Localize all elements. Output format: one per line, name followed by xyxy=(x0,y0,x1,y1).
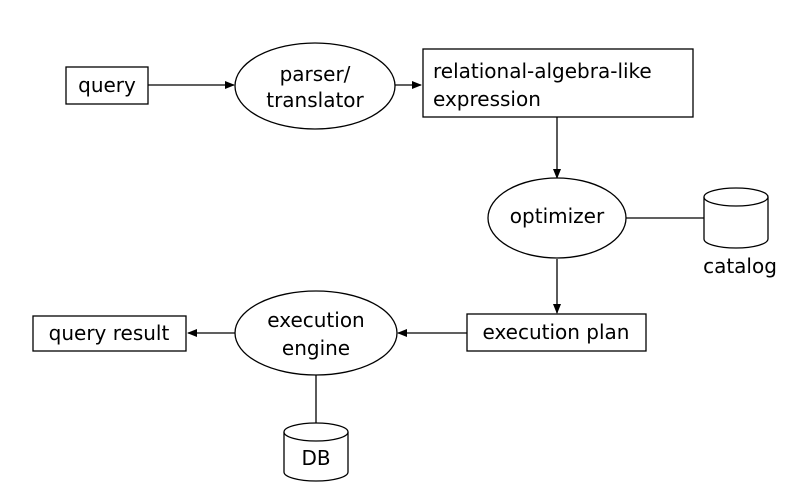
execution-plan-label: execution plan xyxy=(482,320,629,344)
db-node: DB xyxy=(283,422,349,482)
expression-node: relational-algebra-like expression xyxy=(422,48,694,118)
engine-label-line2: engine xyxy=(282,336,350,360)
optimizer-label: optimizer xyxy=(510,204,605,228)
expression-label-line1: relational-algebra-like xyxy=(433,59,652,83)
catalog-cylinder-icon xyxy=(703,187,769,249)
query-label: query xyxy=(78,73,136,97)
execution-plan-node: execution plan xyxy=(466,313,647,352)
query-result-label: query result xyxy=(49,321,170,345)
db-cylinder-icon xyxy=(283,422,349,482)
catalog-node: catalog xyxy=(703,187,777,278)
parser-translator-node: parser/ translator xyxy=(234,42,396,130)
query-node: query xyxy=(65,66,149,105)
db-label: DB xyxy=(301,446,330,470)
parser-label-line1: parser/ xyxy=(280,62,351,86)
parser-label-line2: translator xyxy=(266,88,364,112)
expression-label-line2: expression xyxy=(433,87,541,111)
catalog-label: catalog xyxy=(703,254,777,278)
query-result-node: query result xyxy=(32,315,187,352)
optimizer-node: optimizer xyxy=(487,177,627,259)
engine-label-line1: execution xyxy=(267,308,364,332)
execution-engine-node: execution engine xyxy=(234,290,398,376)
